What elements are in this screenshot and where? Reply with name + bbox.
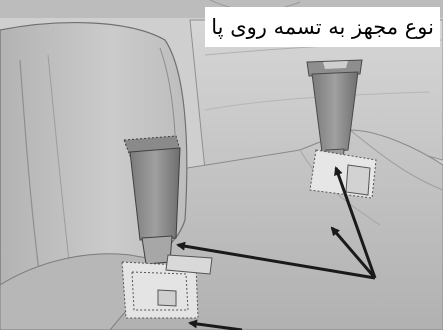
- caption-label: نوع مجهز به تسمه روی پا: [205, 7, 440, 47]
